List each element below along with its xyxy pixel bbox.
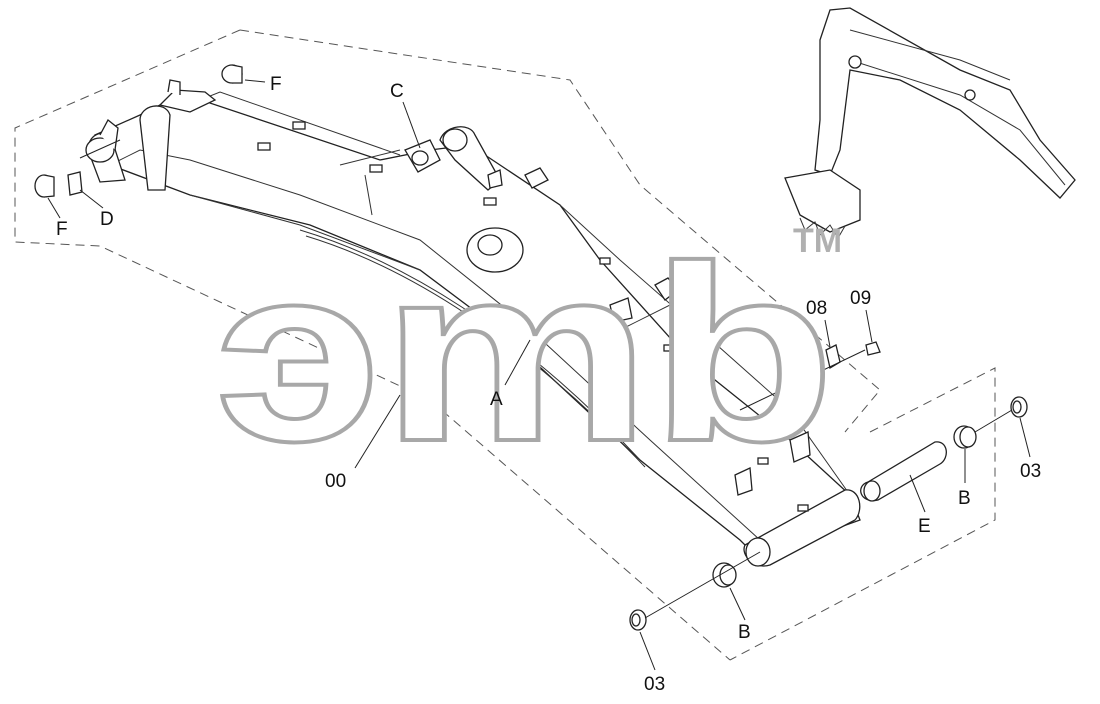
label-part-03-bottom: 03: [644, 674, 665, 695]
leader-lines: [47, 79, 1031, 671]
label-part-03-right: 03: [1020, 461, 1041, 482]
pin-e: [860, 441, 947, 502]
watermark: эmb TM: [213, 212, 842, 495]
front-pin-parts: [629, 341, 1028, 631]
bracket-c: [404, 126, 503, 191]
label-part-00: 00: [325, 471, 346, 492]
label-f-left: F: [56, 219, 68, 240]
label-b-right: B: [958, 488, 971, 509]
label-b-bottom: B: [738, 622, 751, 643]
label-part-08: 08: [806, 298, 827, 319]
label-e: E: [918, 516, 931, 537]
assembly-dashed-outline: [14, 29, 996, 661]
label-c: C: [390, 81, 404, 102]
label-d: D: [100, 209, 114, 230]
excavator-inset: [784, 7, 1076, 239]
plate-d: [67, 171, 83, 196]
rear-parts: [34, 64, 243, 198]
bolt-09: [865, 341, 881, 356]
watermark-text: эmb: [215, 214, 835, 493]
label-part-09: 09: [850, 288, 871, 309]
boom-body: [85, 79, 861, 567]
label-a: A: [490, 389, 503, 410]
label-f-top: F: [270, 74, 282, 95]
watermark-trademark: TM: [793, 222, 842, 260]
callout-labels: F F D C A 00 08 09 03 B E B 03: [56, 74, 1041, 695]
